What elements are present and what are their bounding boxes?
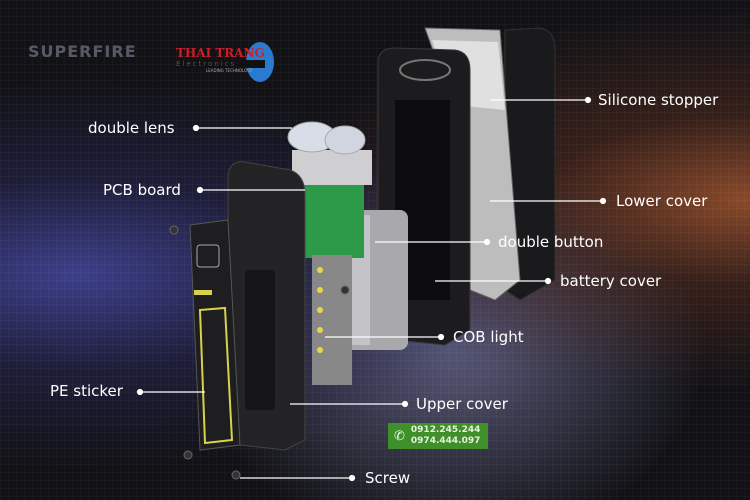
cob-strip bbox=[312, 255, 352, 385]
screws bbox=[169, 225, 350, 480]
cob-led bbox=[317, 327, 323, 333]
contact-badge[interactable]: ✆ 0912.245.244 0974.444.097 bbox=[388, 423, 488, 449]
leader-dot bbox=[544, 277, 552, 285]
leader-dot bbox=[437, 333, 445, 341]
screw bbox=[169, 225, 179, 235]
cob-leds bbox=[317, 267, 323, 353]
label-battery-cover: battery cover bbox=[560, 272, 662, 290]
leader-dot bbox=[348, 474, 356, 482]
dealer-logo: THAI TRANG Electronics LEADING TECHNOLOG… bbox=[176, 46, 265, 73]
pe-sticker-outline bbox=[198, 306, 234, 445]
cob-led bbox=[317, 287, 323, 293]
label-screw: Screw bbox=[365, 469, 411, 487]
pe-sticker-indicator bbox=[194, 290, 212, 295]
label-pe-sticker: PE sticker bbox=[50, 382, 123, 400]
label-upper-cover: Upper cover bbox=[416, 395, 508, 413]
lower-cover bbox=[504, 27, 556, 301]
leader-dot bbox=[483, 238, 491, 246]
phone-icon: ✆ bbox=[394, 428, 405, 444]
leader-dot bbox=[584, 96, 592, 104]
dealer-logo-tagline: LEADING TECHNOLOGY bbox=[206, 68, 253, 73]
dealer-logo-name: THAI TRANG bbox=[176, 46, 265, 60]
leader-dot bbox=[192, 124, 200, 132]
upper-cover-window bbox=[245, 270, 275, 410]
label-double-lens: double lens bbox=[88, 119, 175, 137]
cob-led bbox=[317, 347, 323, 353]
leader-dot bbox=[401, 400, 409, 408]
superfire-logo: SUPERFIRE bbox=[28, 42, 137, 61]
screw bbox=[231, 470, 241, 480]
power-icon bbox=[196, 244, 220, 268]
label-silicone-stopper: Silicone stopper bbox=[598, 91, 719, 109]
phone-number: 0974.444.097 bbox=[410, 436, 481, 446]
phone-numbers: 0912.245.244 0974.444.097 bbox=[411, 425, 480, 447]
label-cob-light: COB light bbox=[453, 328, 524, 346]
lens-right bbox=[324, 125, 366, 155]
cob-led bbox=[317, 307, 323, 313]
label-lower-cover: Lower cover bbox=[616, 192, 708, 210]
cob-led bbox=[317, 267, 323, 273]
leader-dot bbox=[599, 197, 607, 205]
screw bbox=[183, 450, 193, 460]
screw bbox=[340, 285, 350, 295]
label-double-button: double button bbox=[498, 233, 604, 251]
battery-cover-opening bbox=[399, 59, 451, 81]
lens-holder bbox=[292, 150, 372, 185]
phone-number: 0912.245.244 bbox=[410, 425, 481, 435]
leader-dot bbox=[196, 186, 204, 194]
leader-dot bbox=[136, 388, 144, 396]
dealer-logo-sub: Electronics bbox=[176, 60, 265, 68]
label-pcb-board: PCB board bbox=[103, 181, 181, 199]
leader-lines bbox=[136, 96, 607, 482]
